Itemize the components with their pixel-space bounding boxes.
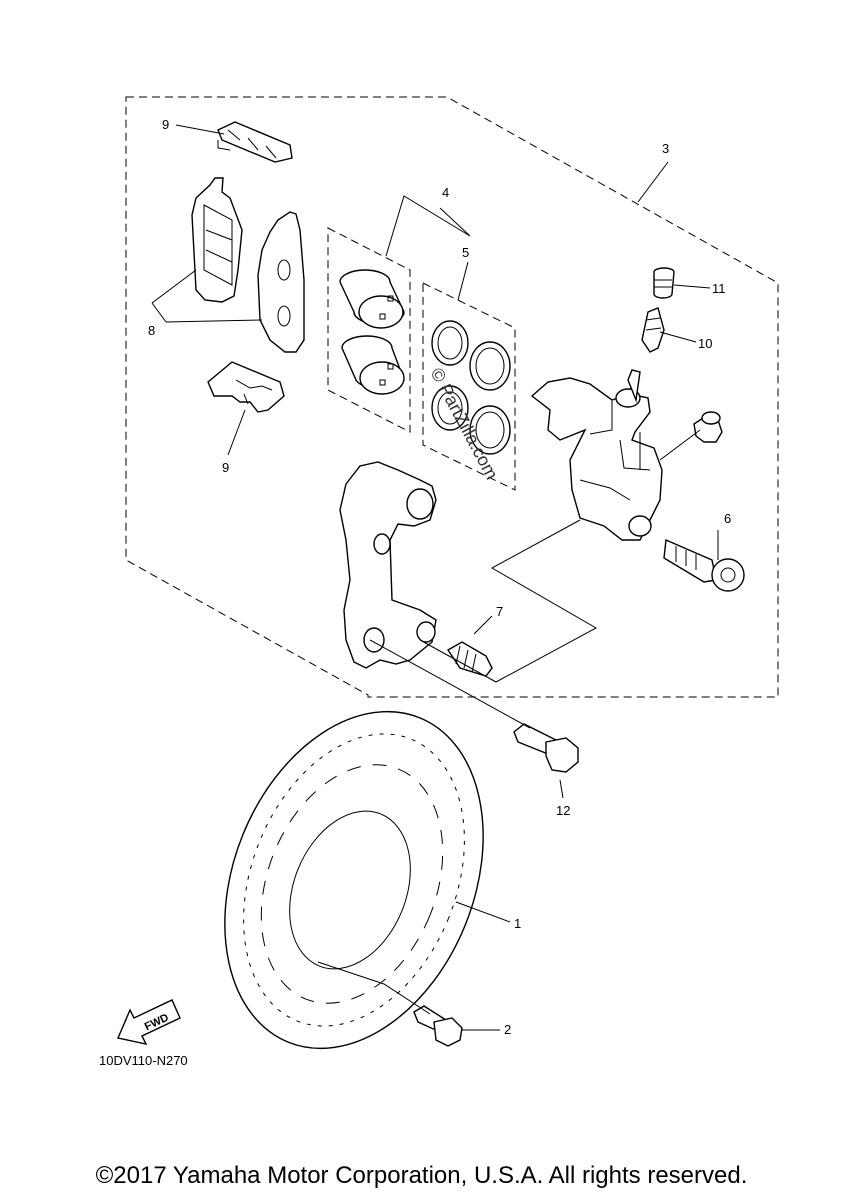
brake-pad-left [191, 177, 243, 303]
disc-bolt [413, 1005, 463, 1047]
pad-spring-top [217, 121, 293, 163]
piston-group-boundary [327, 227, 411, 433]
bleed-screw [641, 307, 665, 353]
seal-group-boundary [422, 282, 516, 491]
bleed-screw-cap [653, 267, 675, 299]
label-part-8: 8 [148, 323, 155, 338]
label-part-3: 3 [662, 141, 669, 156]
caliper-assembly-boundary [125, 96, 779, 698]
fwd-arrow-icon: FWD [117, 999, 181, 1045]
bracket-bolt [513, 723, 579, 773]
brake-disc [224, 710, 484, 1050]
piston-lower [341, 335, 405, 395]
label-part-6: 6 [724, 511, 731, 526]
label-part-5: 5 [462, 245, 469, 260]
brake-pad-right [257, 211, 305, 353]
label-part-1: 1 [514, 916, 521, 931]
seal-kit [431, 320, 511, 455]
piston-upper [339, 269, 405, 329]
label-part-11: 11 [712, 281, 726, 296]
leader-lines [151, 124, 719, 1031]
pad-spring-bottom [207, 361, 285, 413]
label-part-7: 7 [496, 604, 503, 619]
label-part-10: 10 [698, 336, 712, 351]
slide-pin-bolt [663, 538, 745, 592]
caliper-pin-bolt [693, 411, 723, 443]
label-part-4: 4 [442, 185, 449, 200]
copyright-notice: ©2017 Yamaha Motor Corporation, U.S.A. A… [95, 1162, 748, 1189]
label-part-2: 2 [504, 1022, 511, 1037]
label-part-12: 12 [556, 803, 570, 818]
caliper-body [530, 369, 663, 541]
caliper-bracket [339, 461, 437, 669]
label-part-9-bottom: 9 [222, 460, 229, 475]
diagram-code: 10DV110-N270 [99, 1053, 188, 1068]
label-part-9-top: 9 [162, 117, 169, 132]
